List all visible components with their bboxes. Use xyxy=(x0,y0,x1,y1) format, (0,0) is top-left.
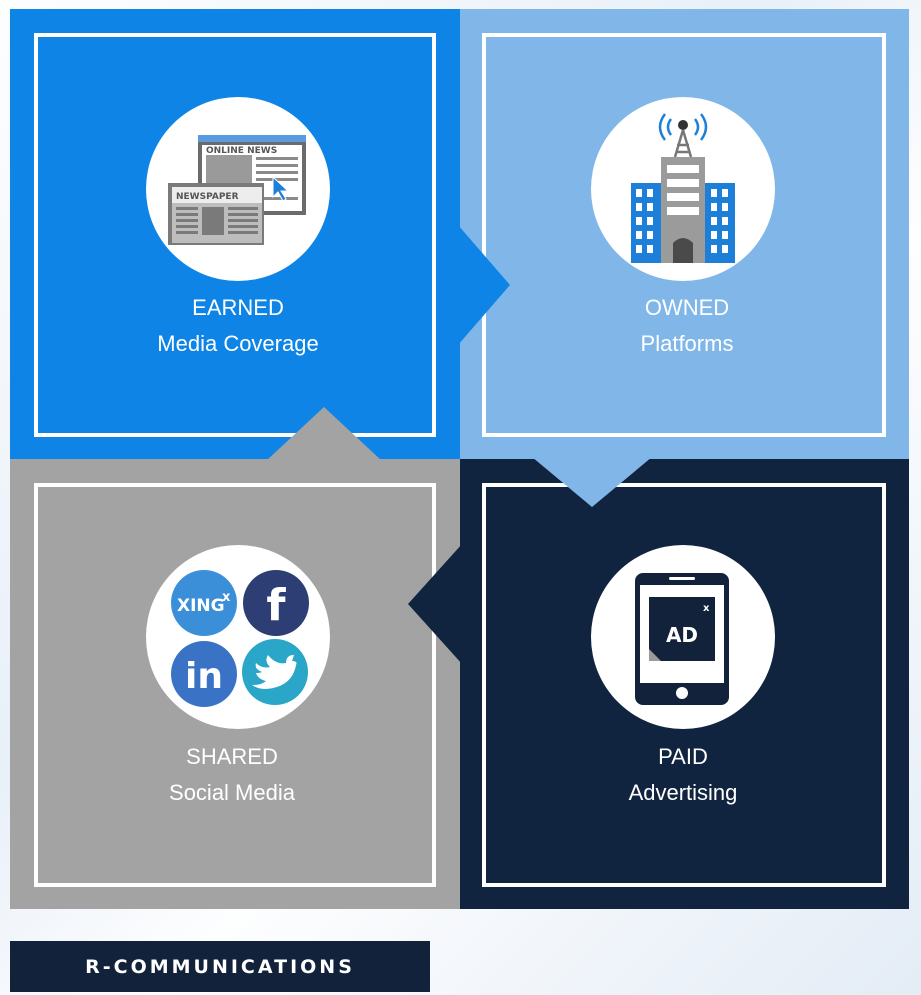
arrow-shared-to-earned xyxy=(266,407,382,461)
arrow-owned-to-paid xyxy=(532,457,652,507)
xing-icon-text: XING xyxy=(177,596,225,616)
tablet-ad-icon: AD x xyxy=(591,545,775,729)
earned-subtitle: Media Coverage xyxy=(157,331,319,356)
ad-close-icon: x xyxy=(703,603,710,614)
quadrant-frame xyxy=(34,483,436,887)
quadrant-frame xyxy=(34,33,436,437)
brand-label: R-COMMUNICATIONS xyxy=(85,955,355,978)
arrow-paid-to-shared xyxy=(408,544,462,664)
paid-title: PAID xyxy=(658,744,708,769)
facebook-icon: f xyxy=(243,570,309,636)
newspaper-online-news-icon: ONLINE NEWS NEWSPAPER xyxy=(146,97,330,281)
facebook-icon-text: f xyxy=(266,580,286,631)
arrow-earned-to-owned xyxy=(458,225,510,345)
online-news-text: ONLINE NEWS xyxy=(206,146,277,156)
paid-subtitle: Advertising xyxy=(628,780,738,805)
brand-logo: R-COMMUNICATIONS xyxy=(10,941,430,992)
newspaper-text: NEWSPAPER xyxy=(176,192,239,202)
label-earned: EARNED Media Coverage xyxy=(88,290,388,362)
twitter-icon xyxy=(242,639,308,705)
linkedin-icon-text: in xyxy=(185,656,223,697)
svg-text:x: x xyxy=(222,590,231,605)
earned-title: EARNED xyxy=(192,295,284,320)
shared-subtitle: Social Media xyxy=(169,780,295,805)
owned-subtitle: Platforms xyxy=(640,331,734,356)
social-media-icons: XING x f in xyxy=(146,545,330,729)
label-paid: PAID Advertising xyxy=(533,739,833,811)
building-antenna-icon xyxy=(591,97,775,281)
label-owned: OWNED Platforms xyxy=(537,290,837,362)
shared-title: SHARED xyxy=(186,744,278,769)
linkedin-icon: in xyxy=(171,641,237,707)
label-shared: SHARED Social Media xyxy=(82,739,382,811)
quadrant-frame xyxy=(482,483,886,887)
ad-text: AD xyxy=(666,623,698,647)
owned-title: OWNED xyxy=(644,295,730,320)
xing-icon: XING x xyxy=(171,570,237,636)
